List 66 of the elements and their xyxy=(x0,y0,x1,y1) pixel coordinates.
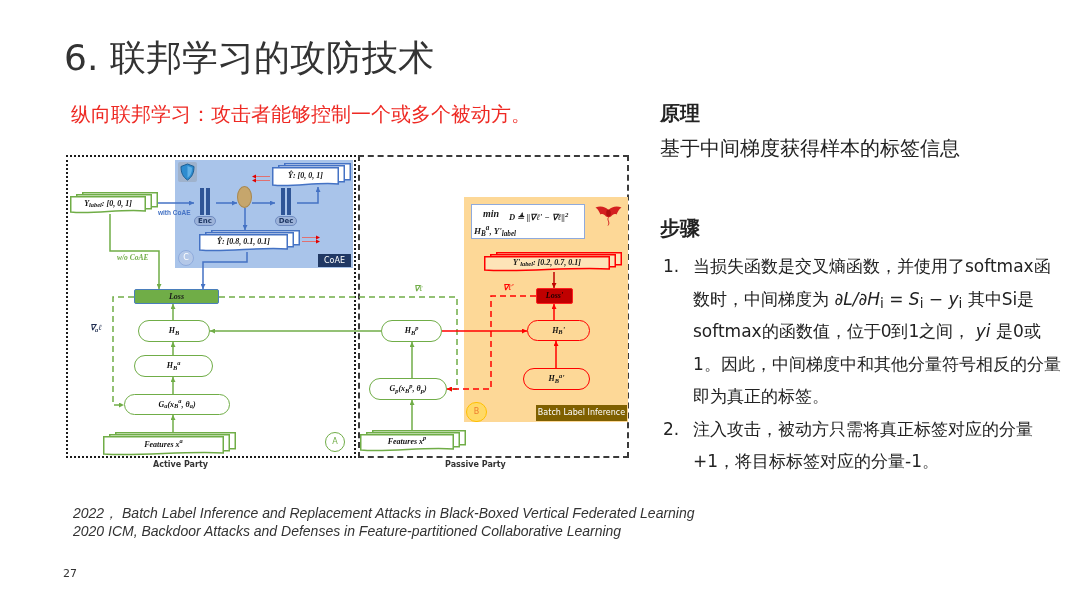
section-heading: 原理 xyxy=(660,100,700,126)
vector-label: Ŷ: [0.8, 0.1, 0.1] xyxy=(217,236,270,247)
formula-text: H$_{B}$$^{a}$, Y'$_{label}$ xyxy=(474,225,517,237)
arrow xyxy=(215,200,238,206)
edge-label: ∇$_{a}$ℓ xyxy=(90,323,102,333)
stacked-cards xyxy=(252,163,351,187)
loss-box: Loss' xyxy=(536,288,573,304)
arrow xyxy=(200,251,248,290)
rounded-node: H$_{B}$' xyxy=(527,320,590,341)
reference-text: 2020 ICM, Backdoor Attacks and Defenses in Feature-partitioned Collaborative Learning xyxy=(73,522,622,540)
list-number: 2. xyxy=(663,417,680,441)
vector-label: Ŷ: [0, 0, 1] xyxy=(288,170,323,181)
panel-tag: CoAE xyxy=(318,254,351,267)
stacked-cards xyxy=(199,230,320,252)
slide-title: 6. 联邦学习的攻防技术 xyxy=(64,36,434,80)
vector-label: Features x$^{a}$ xyxy=(144,439,183,450)
dashed-arrow xyxy=(446,295,537,392)
arrow xyxy=(170,376,176,395)
arrow xyxy=(441,328,528,334)
dashed-arrow xyxy=(218,296,458,392)
list-item: 注入攻击，被动方只需将真正标签对应的分量+1，将目标标签对应的分量-1。 xyxy=(693,417,1034,473)
edge-label: ∇ℓ' xyxy=(503,283,514,293)
vector-label: Y'$_{label}$: [0.2, 0.7, 0.1] xyxy=(513,257,581,268)
body-text: 基于中间梯度获得样本的标签信息 xyxy=(660,135,960,161)
formula-text: D ≜ ||∇ℓ' − ∇ℓ||$^{2}$ xyxy=(509,212,569,223)
arrow xyxy=(170,303,176,321)
shaded-panel xyxy=(175,160,353,268)
loss-box: Loss xyxy=(134,289,219,304)
rounded-node: G$_{p}$(x$_{B}$$^{p}$, θ$_{p}$) xyxy=(369,378,447,400)
panel-tag: Batch Label Inference xyxy=(536,405,627,421)
subtitle: 纵向联邦学习：攻击者能够控制一个或多个被动方。 xyxy=(71,102,531,128)
vector-label: Features x$^{p}$ xyxy=(387,436,427,447)
section-heading: 步骤 xyxy=(660,215,700,241)
arrow xyxy=(170,341,176,356)
vector-label: Y$_{label}$: [0, 0, 1] xyxy=(84,198,132,209)
list-item: 当损失函数是交叉熵函数，并使用了softmax函数时，中间梯度为 ∂L/∂H$_{i}$ = S$_{i}$ − y$_{i}$ 其中Si是softmax的函数值，位于0到1之间， yi 是0或1。因此，中间梯度中和其他分量符号相反的分量即为真正的标签。 xyxy=(693,255,1061,408)
region-label: Active Party xyxy=(153,460,208,470)
arrow xyxy=(553,340,559,369)
shaded-panel xyxy=(464,197,628,422)
latent-ellipse xyxy=(237,186,252,208)
stacked-cards xyxy=(484,252,622,272)
reference-text: 2022， Batch Label Inference and Replacement Attacks in Black-Boxed Vertical Federated Learning xyxy=(73,504,695,522)
edge-label: ∇ℓ xyxy=(414,284,423,294)
rounded-node: H$_{B}$ xyxy=(138,320,210,342)
arrow xyxy=(551,303,557,321)
arrow xyxy=(296,186,321,204)
stacked-cards xyxy=(103,432,236,456)
list-number: 1. xyxy=(663,255,680,278)
stacked-cards xyxy=(360,430,466,452)
formula-box xyxy=(471,204,585,239)
arrow xyxy=(409,341,415,379)
arrow xyxy=(409,399,415,431)
rounded-node: G$_{a}$(x$_{B}$$^{a}$, θ$_{a}$) xyxy=(124,394,230,415)
arrow xyxy=(242,207,248,231)
arrow xyxy=(251,200,276,206)
arrow xyxy=(551,271,557,289)
stacked-cards xyxy=(70,192,158,214)
page-number: 27 xyxy=(63,567,77,581)
region-label: Passive Party xyxy=(445,460,506,470)
arrow xyxy=(209,328,382,334)
rounded-node: H$_{B}$$^{a}$' xyxy=(523,368,590,390)
arrow xyxy=(157,200,195,206)
dashed-arrow xyxy=(112,296,135,408)
formula-text: min xyxy=(483,208,500,219)
arrow xyxy=(170,414,176,433)
arrow xyxy=(109,213,162,290)
